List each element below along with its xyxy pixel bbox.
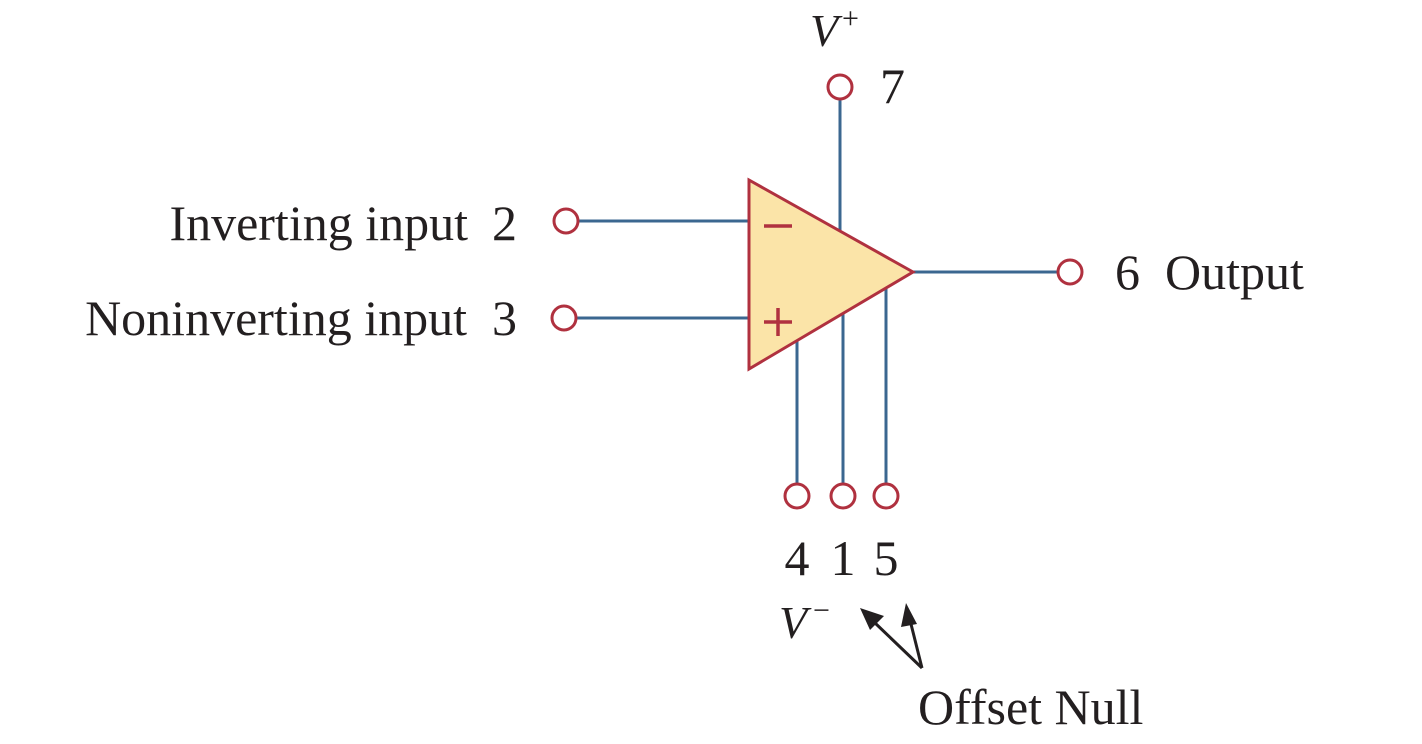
noninverting-plus-sign xyxy=(764,308,792,336)
v-minus-symbol: V − xyxy=(779,594,830,648)
terminal-offset-null-1 xyxy=(829,482,857,510)
output-pin: 6 xyxy=(1115,244,1140,300)
offset-null-arrow-to-1 xyxy=(860,608,924,670)
terminal-noninverting-input xyxy=(550,304,578,332)
terminal-output xyxy=(1056,258,1084,286)
svg-text:V: V xyxy=(779,597,812,648)
offset-null-pin-5: 5 xyxy=(874,530,899,586)
svg-text:V: V xyxy=(810,5,843,56)
inverting-input-label: Inverting input xyxy=(169,195,468,251)
terminal-inverting-input xyxy=(552,207,580,235)
terminal-v-minus xyxy=(783,482,811,510)
output-label: Output xyxy=(1165,244,1304,300)
v-plus-pin: 7 xyxy=(880,58,905,114)
v-plus-symbol: V + xyxy=(810,2,859,56)
offset-null-arrow-to-5 xyxy=(901,603,924,669)
op-amp-triangle xyxy=(747,177,917,372)
noninverting-input-pin: 3 xyxy=(492,290,517,346)
inverting-input-pin: 2 xyxy=(492,195,517,251)
offset-null-label: Offset Null xyxy=(918,679,1143,735)
offset-null-pin-1: 1 xyxy=(831,530,856,586)
v-minus-pin: 4 xyxy=(785,530,810,586)
svg-text:+: + xyxy=(842,2,859,35)
noninverting-input-label: Noninverting input xyxy=(85,290,467,346)
terminal-v-plus xyxy=(826,73,854,101)
terminal-offset-null-5 xyxy=(872,482,900,510)
svg-text:−: − xyxy=(813,594,830,627)
